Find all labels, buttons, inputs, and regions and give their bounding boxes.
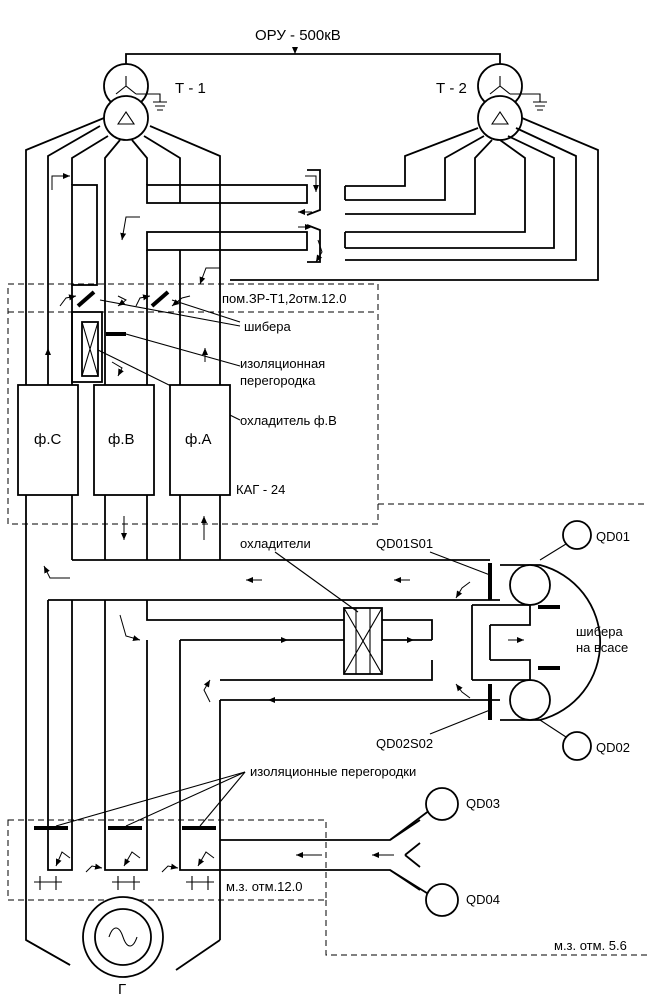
gen-arrow-1 [55,851,71,867]
transformer-t1 [103,63,167,141]
damper-arrow-4 [171,295,191,307]
coolers-leader [274,551,359,613]
transformer-t2 [477,63,547,141]
suction-chamber [471,564,601,721]
phase-b-label: ф.В [108,431,135,448]
shibera-leader-2 [171,299,241,323]
room-label: пом.ЗР-Т1,2отм.12.0 [222,291,346,306]
main-air-ducts [47,559,500,840]
shibera-vsase-label-1: шибера [576,624,623,639]
t2-label: Т - 2 [436,80,467,97]
qd34-branch [389,809,431,896]
flow-arrow-up2 [305,175,319,192]
cooler-b-label: охладитель ф.В [240,413,337,428]
cooler-b-arrow [111,361,124,377]
main-arrow-1 [43,565,70,579]
generator-label: Г [118,981,126,998]
qd02s02-label: QD02S02 [376,736,433,751]
phase-c-label: ф.С [34,431,62,448]
izol-label-1: изоляционная [240,356,325,371]
qd01s01-label: QD01S01 [376,536,433,551]
main-arrow-5 [119,614,141,641]
t2-busduct-fan [230,117,599,281]
fan-qd01 [562,520,592,550]
fan-qd01-link [539,543,567,561]
kag-label: КАГ - 24 [236,482,285,497]
izol-p-leader-2 [125,771,246,827]
phase-column-ducts [47,250,221,385]
shibera-vsase-label-2: на всасе [576,640,628,655]
gen-arrow-4 [85,863,103,873]
fan-qd03 [425,787,459,821]
shibera-label: шибера [244,319,291,334]
mz12-label: м.з. отм.12.0 [226,879,302,894]
gen-arrow-2 [123,851,141,867]
phase-b-block [93,384,155,496]
oru-bus [125,53,501,80]
izol-partitions-label: изоляционные перегородки [250,764,416,779]
main-arrow-4 [455,581,471,599]
shibera-leader-1 [99,299,241,327]
damper-1 [76,290,96,308]
damper-2 [150,290,170,308]
cooler-b-cross [81,321,99,377]
mz56-boundary [325,900,648,956]
gen-arrow-5 [161,863,179,873]
coolers-label: охладители [240,536,311,551]
qd02-label: QD02 [596,740,630,755]
izol-p-leader-3 [199,771,246,827]
izol-leader [125,333,241,367]
qd01s01-leader [429,551,491,576]
generator-symbol [82,896,164,978]
flow-arrow-up1 [51,173,70,190]
fan-qd02 [562,731,592,761]
room-boundary [7,283,379,525]
izol-p-leader-1 [55,771,246,827]
gen-arrow-3 [197,851,215,867]
phase-c-block [17,384,79,496]
upper-busducts [71,169,321,286]
t1-label: Т - 1 [175,80,206,97]
qd04-label: QD04 [466,892,500,907]
fan-qd04 [425,883,459,917]
flow-arrow-up7 [199,267,220,285]
qd03-label: QD03 [466,796,500,811]
mz12-boundary [7,819,327,901]
qd01-label: QD01 [596,529,630,544]
qd02s02-leader [429,709,491,735]
main-arrow-8 [203,679,211,703]
main-arrow-10 [455,683,471,699]
lower-column-ducts [71,495,221,560]
generator-crossings [34,876,214,890]
flow-arrow-up6 [315,239,323,263]
phase-a-block [169,384,231,496]
damper-arrow-1 [59,294,77,307]
flow-arrow-up4 [120,216,140,241]
cooler-main-cross [343,607,383,675]
oru-label: ОРУ - 500кВ [255,27,341,44]
mz56-label: м.з. отм. 5.6 [554,938,627,953]
izol-label-2: перегородка [240,373,316,388]
fan-qd02-link [539,719,567,738]
phase-a-label: ф.А [185,431,212,448]
